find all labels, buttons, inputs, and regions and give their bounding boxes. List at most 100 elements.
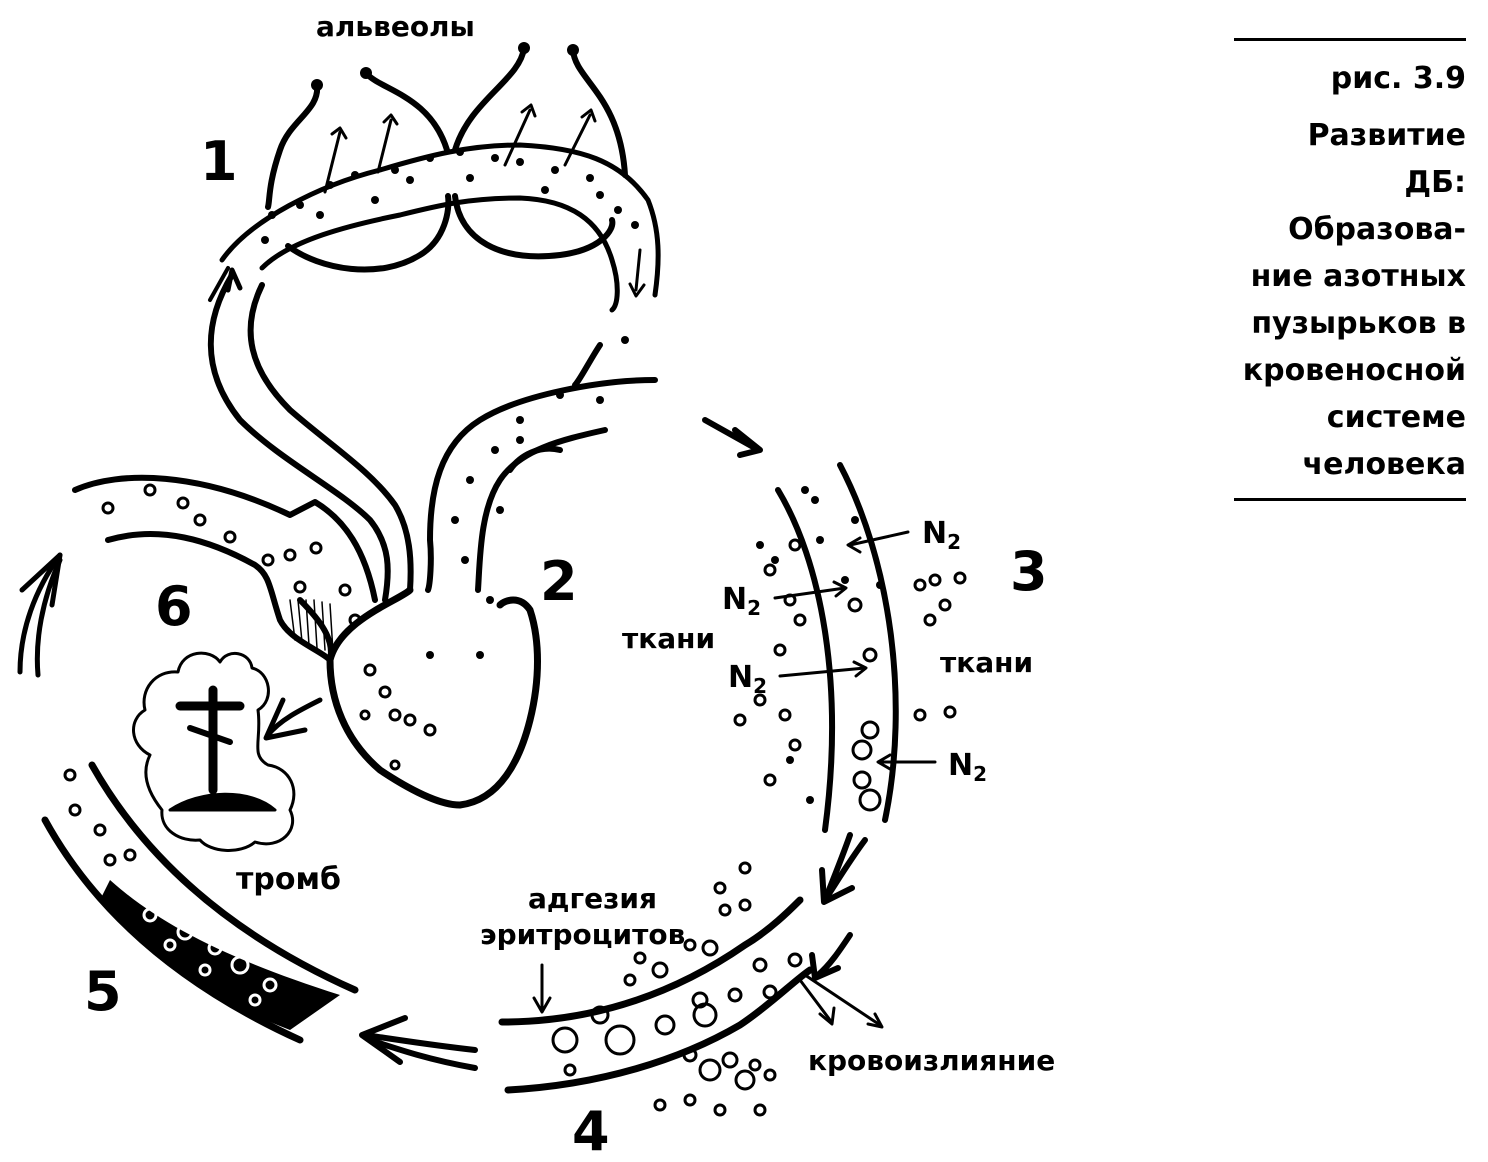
- gas-bubble: [388, 708, 402, 722]
- flow-arrow-to-5: [359, 1015, 478, 1071]
- tissues-label-left: ткани: [622, 622, 716, 655]
- particle-dot: [426, 651, 434, 659]
- n2-label-2: N2: [722, 582, 762, 620]
- gas-bubble: [378, 685, 392, 699]
- gas-bubble: [763, 1068, 777, 1082]
- grave-mound: [168, 792, 277, 812]
- gas-bubble: [727, 987, 743, 1003]
- gas-bubble: [858, 788, 882, 812]
- caption-top-rule: [1234, 38, 1466, 41]
- gas-bubble: [563, 1063, 577, 1077]
- hemorrhage-label: кровоизлияние: [808, 1044, 1056, 1077]
- figure-number: рис. 3.9: [1330, 61, 1466, 96]
- gas-bubble: [752, 957, 768, 973]
- gas-bubble: [93, 823, 107, 837]
- gas-bubble: [223, 530, 237, 544]
- gas-bubble: [748, 1058, 762, 1072]
- aorta-vessel: [425, 342, 763, 593]
- gas-bubble: [793, 613, 807, 627]
- cross-icon: [175, 685, 245, 795]
- gas-bubble: [860, 720, 880, 740]
- gas-bubble: [773, 643, 787, 657]
- heart-drawing: [297, 586, 541, 809]
- gas-bubble: [783, 593, 797, 607]
- particle-dot: [426, 154, 434, 162]
- particle-dot: [456, 148, 464, 156]
- vein-6: [72, 474, 378, 663]
- gas-bubble: [913, 578, 927, 592]
- stage-number-4: 4: [572, 1100, 610, 1162]
- particle-dot: [491, 154, 499, 162]
- gas-bubble: [778, 708, 792, 722]
- gas-bubbles-large: [63, 483, 967, 1117]
- gas-bubble: [692, 1002, 718, 1028]
- gas-bubble: [862, 647, 878, 663]
- gas-bubble: [763, 773, 777, 787]
- particle-dot: [371, 196, 379, 204]
- particle-dot: [476, 651, 484, 659]
- gas-bubble: [654, 1014, 676, 1036]
- gas-bubble: [293, 580, 307, 594]
- gas-bubble: [713, 881, 727, 895]
- gas-bubble: [261, 553, 275, 567]
- gas-bubble: [733, 713, 747, 727]
- gas-bubble: [590, 1005, 610, 1025]
- gas-bubble: [359, 709, 371, 721]
- stage-number-2: 2: [540, 550, 578, 613]
- gas-bubble: [309, 541, 323, 555]
- gas-bubble: [682, 1047, 698, 1063]
- particle-dot: [556, 391, 564, 399]
- gas-bubble: [923, 613, 937, 627]
- caption-line: системе: [1326, 400, 1466, 435]
- vessel-4: [498, 896, 814, 1094]
- n2-label-4: N2: [948, 748, 988, 786]
- gas-bubble: [423, 723, 437, 737]
- alveoli-tips: [311, 42, 579, 91]
- n2-label-1: N2: [922, 516, 962, 554]
- tissues-label-right: ткани: [940, 646, 1034, 679]
- gas-bubble: [851, 739, 873, 761]
- gas-bubble: [123, 848, 137, 862]
- particle-dot: [816, 536, 824, 544]
- gas-bubble: [943, 705, 957, 719]
- thrombus-mass-5: [100, 880, 340, 1030]
- gas-bubble: [348, 613, 362, 627]
- particle-dot: [491, 446, 499, 454]
- particle-dot: [586, 174, 594, 182]
- particle-dot: [841, 576, 849, 584]
- particle-dot: [451, 516, 459, 524]
- caption-line: пузырьков в: [1251, 306, 1466, 341]
- stage-number-3: 3: [1010, 540, 1048, 603]
- particle-dot: [631, 221, 639, 229]
- thrombus-texture: [142, 907, 278, 1007]
- particle-dot: [786, 756, 794, 764]
- adhesion-label-line1: адгезия: [528, 882, 657, 915]
- gas-bubble: [653, 1098, 667, 1112]
- stage-number-1: 1: [200, 130, 238, 193]
- gas-bubble: [403, 713, 417, 727]
- particle-dot: [876, 581, 884, 589]
- caption-line: Развитие: [1307, 118, 1466, 153]
- gas-bubble: [753, 693, 767, 707]
- gas-bubble: [928, 573, 942, 587]
- thrombus-shading-6: [289, 599, 334, 653]
- gas-bubble: [683, 938, 697, 952]
- gas-bubble: [101, 501, 115, 515]
- gas-bubble: [338, 583, 352, 597]
- gas-bubble: [938, 598, 952, 612]
- gas-bubble: [913, 708, 927, 722]
- particle-dot: [496, 506, 504, 514]
- gas-bubble: [753, 1103, 767, 1117]
- gas-bubble: [738, 898, 752, 912]
- gas-bubble: [698, 1058, 722, 1082]
- particle-dot: [316, 211, 324, 219]
- gas-bubble: [763, 563, 777, 577]
- particle-dot: [621, 336, 629, 344]
- gas-bubble: [68, 803, 82, 817]
- gas-bubble: [721, 1051, 739, 1069]
- particle-dot: [268, 211, 276, 219]
- thrombus-label: тромб: [236, 862, 341, 897]
- particle-dot: [466, 174, 474, 182]
